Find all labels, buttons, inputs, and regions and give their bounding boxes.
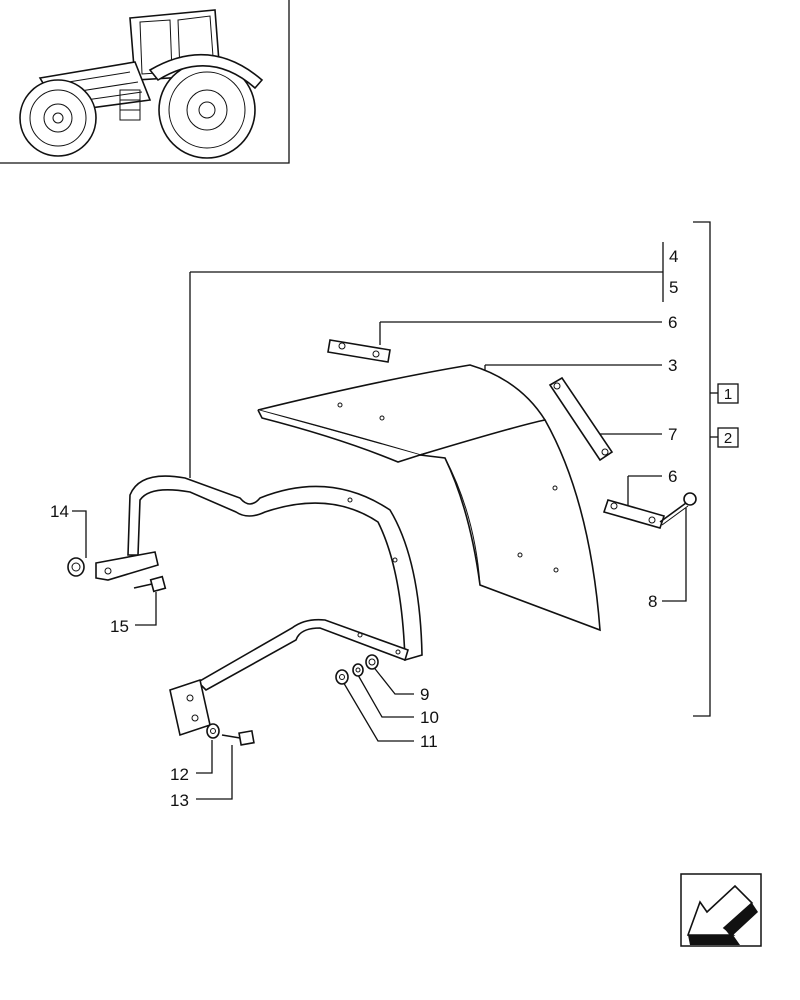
bolt-part-8: [659, 492, 697, 526]
bolt-part-15: [133, 575, 167, 593]
tractor-thumbnail-icon: [0, 0, 290, 164]
callout-8: 8: [648, 592, 657, 611]
bolt-part-13: [221, 729, 255, 746]
nut-part-9: [365, 654, 379, 670]
ref-box-2-label: 2: [724, 430, 732, 447]
callout-7: 7: [668, 425, 677, 444]
plate-part-6-top: [327, 339, 391, 363]
washer-part-12: [206, 723, 220, 739]
callout-6-right: 6: [668, 467, 677, 486]
callout-14: 14: [50, 502, 69, 521]
callout-11: 11: [420, 732, 438, 751]
callout-13: 13: [170, 791, 189, 810]
callout-6-top: 6: [668, 313, 677, 332]
plate-part-6-right: [602, 499, 666, 529]
nut-part-14: [67, 557, 85, 577]
washer-part-11: [335, 669, 349, 685]
washer-part-10: [352, 663, 364, 677]
fender-panel-part-3: [257, 364, 601, 632]
callout-12: 12: [170, 765, 189, 784]
ref-box-1-label: 1: [724, 386, 732, 403]
callout-4: 4: [669, 247, 678, 266]
back-arrow-icon[interactable]: [680, 873, 762, 947]
ref-box-2: [717, 427, 739, 448]
callout-5: 5: [669, 278, 678, 297]
fender-frame-part-4-5: [95, 475, 423, 737]
callout-9: 9: [420, 685, 429, 704]
strap-part-7: [548, 376, 614, 462]
group-bracket: [693, 221, 711, 717]
callout-10: 10: [420, 708, 439, 727]
callout-3: 3: [668, 356, 677, 375]
callout-15: 15: [110, 617, 129, 636]
ref-box-1: [717, 383, 739, 404]
